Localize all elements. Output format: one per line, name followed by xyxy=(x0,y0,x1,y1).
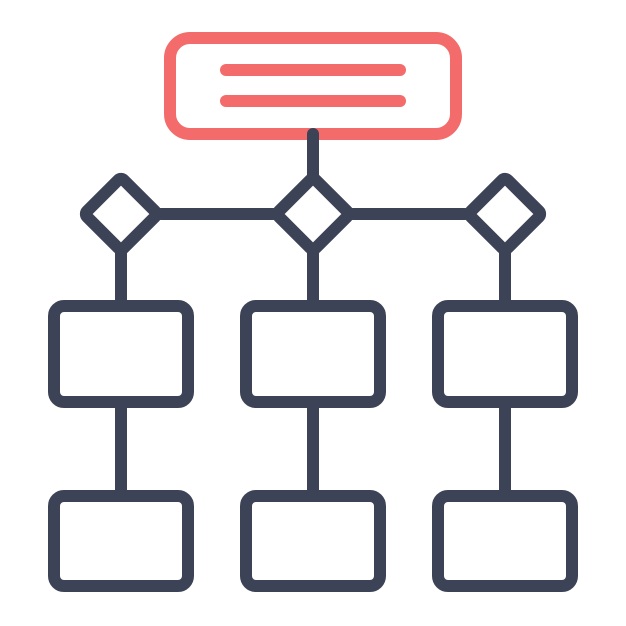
decision-nodes xyxy=(79,172,547,256)
decision-diamond-center xyxy=(271,172,355,256)
process-box-center-bottom xyxy=(240,490,386,592)
header-box xyxy=(164,32,462,140)
process-box-right-top xyxy=(432,300,578,408)
process-box-left-top xyxy=(48,300,194,408)
connectors xyxy=(115,128,511,502)
decision-diamond-left xyxy=(79,172,163,256)
process-box-left-bottom xyxy=(48,490,194,592)
header-node xyxy=(164,32,462,140)
decision-diamond-right xyxy=(463,172,547,256)
process-boxes xyxy=(48,300,578,592)
process-box-center-top xyxy=(240,300,386,408)
process-box-right-bottom xyxy=(432,490,578,592)
